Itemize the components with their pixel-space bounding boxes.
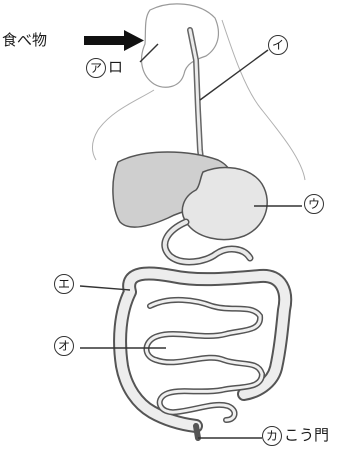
food-label: 食べ物	[2, 33, 47, 48]
label-ア-text: ロ	[108, 58, 123, 76]
label-ア: アロ	[86, 58, 123, 78]
body-outline-left	[92, 90, 154, 160]
label-オ: オ	[54, 336, 76, 356]
label-イ-mark: イ	[268, 35, 288, 55]
label-エ-mark: エ	[54, 274, 74, 294]
label-イ: イ	[268, 35, 290, 55]
body-outline-right	[222, 20, 305, 180]
label-ウ: ウ	[304, 194, 326, 214]
label-エ: エ	[54, 274, 76, 294]
label-カ: カこう門	[262, 426, 329, 446]
small-intestine	[146, 300, 262, 420]
rectum	[196, 426, 198, 438]
label-ウ-mark: ウ	[304, 194, 324, 214]
label-ア-mark: ア	[86, 58, 106, 78]
label-オ-mark: オ	[54, 336, 74, 356]
label-カ-mark: カ	[262, 426, 282, 446]
leader-line-イ	[200, 50, 268, 100]
label-カ-text: こう門	[284, 426, 329, 444]
food-arrow	[84, 30, 144, 51]
head-outline	[142, 4, 219, 87]
